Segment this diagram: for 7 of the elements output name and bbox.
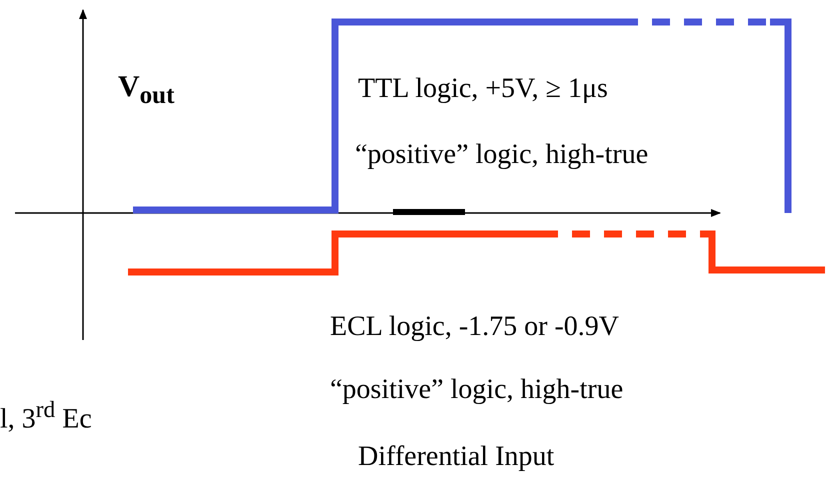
annotation-text: “positive” logic, high-true <box>355 140 648 171</box>
annotation-text: “positive” logic, high-true <box>330 375 624 406</box>
annotation-text: ECL logic, -1.75 or -0.9V <box>330 312 620 343</box>
axis-label: V$_{out}$ <box>118 70 174 110</box>
annotation-text: TTL logic, +5V, ≥ 1μs <box>358 74 608 105</box>
annotation-text: l, 3$^{rd}$ Ec <box>0 398 92 436</box>
annotation-text: Differential Input <box>358 442 554 473</box>
